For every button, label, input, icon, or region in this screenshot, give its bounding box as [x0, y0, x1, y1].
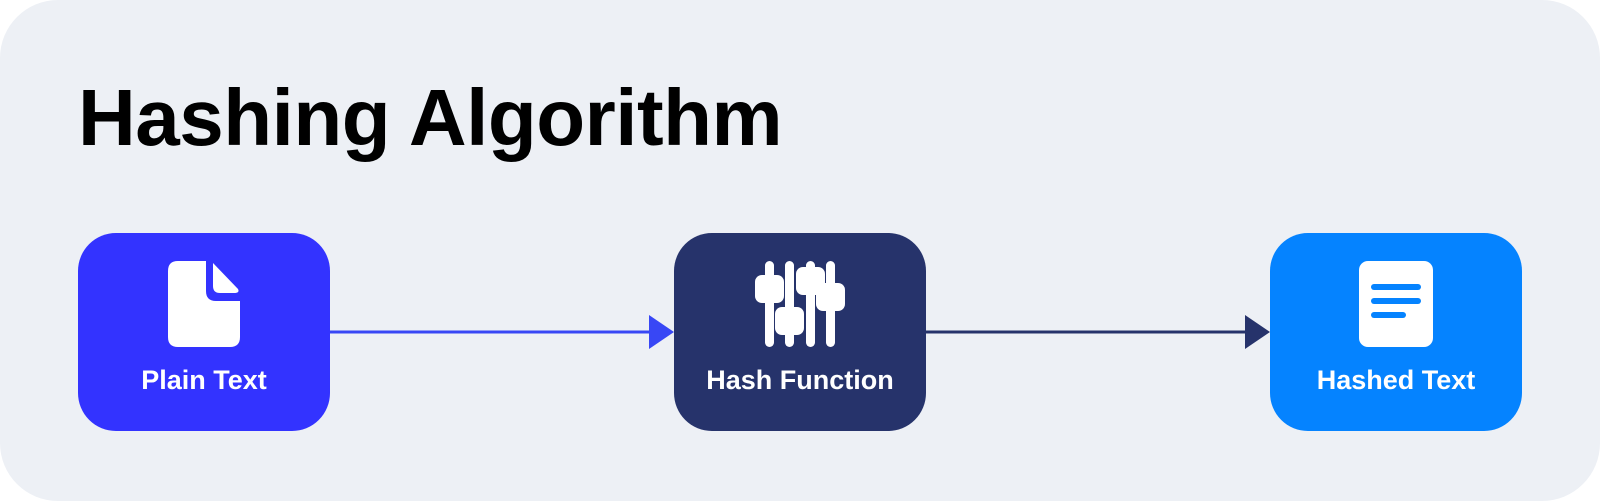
node-hashed-text: Hashed Text	[1270, 233, 1522, 431]
node-label: Hash Function	[706, 365, 894, 395]
node-hash-function: Hash Function	[674, 233, 926, 431]
page-title: Hashing Algorithm	[78, 73, 783, 162]
arrow-hash-to-hashed	[926, 315, 1270, 349]
node-label: Hashed Text	[1316, 365, 1476, 395]
sliders-icon	[755, 261, 845, 347]
node-label: Plain Text	[141, 365, 267, 395]
node-plain-text: Plain Text	[78, 233, 330, 431]
file-icon	[168, 261, 240, 347]
arrow-plain-to-hash	[330, 315, 674, 349]
document-lines-icon	[1359, 261, 1433, 347]
